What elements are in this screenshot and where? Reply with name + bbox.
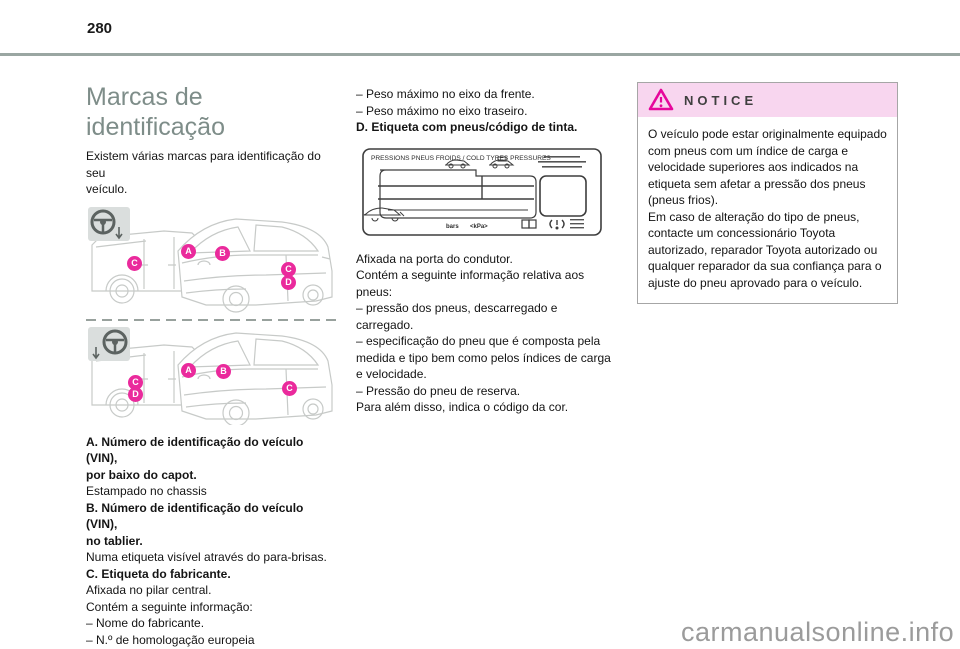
warning-triangle-icon	[648, 88, 674, 111]
car-load-icons	[445, 156, 515, 168]
text-line: C. Etiqueta do fabricante.	[86, 566, 231, 581]
header-rule	[0, 53, 960, 56]
notice-body: O veículo pode estar originalmente equip…	[648, 127, 887, 290]
callout-badge: D	[281, 274, 296, 290]
callout-badge: C	[127, 255, 142, 271]
text-line: Afixada no pilar central. Contém a segui…	[86, 583, 255, 647]
callout-badge: B	[216, 363, 231, 379]
callout-badge: C	[282, 380, 297, 396]
column-left: Marcas de identificação Existem várias m…	[86, 82, 338, 649]
notice-box: NOTICE O veículo pode estar originalment…	[637, 82, 898, 304]
callout-badge: C	[281, 261, 296, 277]
steering-wheel-icon	[88, 326, 130, 361]
car-side-icon	[363, 206, 405, 221]
vehicle-illustration-lhd: A B C C D	[86, 205, 338, 315]
paint-code-box	[539, 174, 587, 217]
tpms-icon	[549, 219, 565, 229]
manual-book-icon	[521, 218, 537, 229]
callout-badge: B	[215, 245, 230, 261]
text-line: B. Número de identificação do veículo (V…	[86, 500, 304, 548]
notice-title: NOTICE	[684, 92, 758, 108]
pressure-table	[378, 168, 537, 219]
text-line: – Peso máximo no eixo da frente. – Peso …	[356, 87, 535, 118]
van-line-art	[88, 206, 333, 313]
micro-text-lines	[570, 218, 584, 228]
dashed-divider	[86, 318, 338, 321]
van-line-art	[88, 326, 333, 427]
intro-text: Existem várias marcas para identificação…	[86, 149, 321, 196]
axle-weight-list: – Peso máximo no eixo da frente. – Peso …	[356, 86, 612, 136]
callout-badge: C	[128, 374, 143, 390]
text-line: A. Número de identificação do veículo (V…	[86, 434, 304, 482]
column-right: NOTICE O veículo pode estar originalment…	[637, 82, 898, 304]
page-title: Marcas de identificação	[86, 83, 225, 141]
label-title: PRESSIONS PNEUS FROIDS / COLD TYRES PRES…	[371, 155, 551, 162]
page-number: 280	[87, 20, 113, 37]
steering-wheel-icon	[88, 206, 130, 241]
text-line: D. Etiqueta com pneus/código de tinta.	[356, 120, 578, 134]
text-line: Afixada na porta do condutor. Contém a s…	[356, 251, 611, 415]
foreign-text-lines	[538, 155, 586, 168]
column-middle: – Peso máximo no eixo da frente. – Peso …	[356, 86, 612, 416]
label-description: Afixada na porta do condutor. Contém a s…	[356, 251, 612, 416]
tyre-pressure-label-figure: PRESSIONS PNEUS FROIDS / COLD TYRES PRES…	[362, 147, 612, 241]
text-line: Numa etiqueta visível através do para-br…	[86, 550, 327, 564]
vehicle-illustration-rhd: A B C D C	[86, 325, 338, 427]
unit-bars: bars	[446, 224, 459, 230]
identification-list: A. Número de identificação do veículo (V…	[86, 434, 338, 649]
unit-kpa: <kPa>	[470, 224, 488, 230]
text-line: Estampado no chassis	[86, 484, 207, 498]
callout-badge: A	[181, 243, 196, 259]
callout-badge: D	[128, 386, 143, 402]
notice-header: NOTICE	[638, 83, 897, 117]
watermark: carmanualsonline.info	[681, 617, 955, 647]
callout-badge: A	[181, 362, 196, 378]
